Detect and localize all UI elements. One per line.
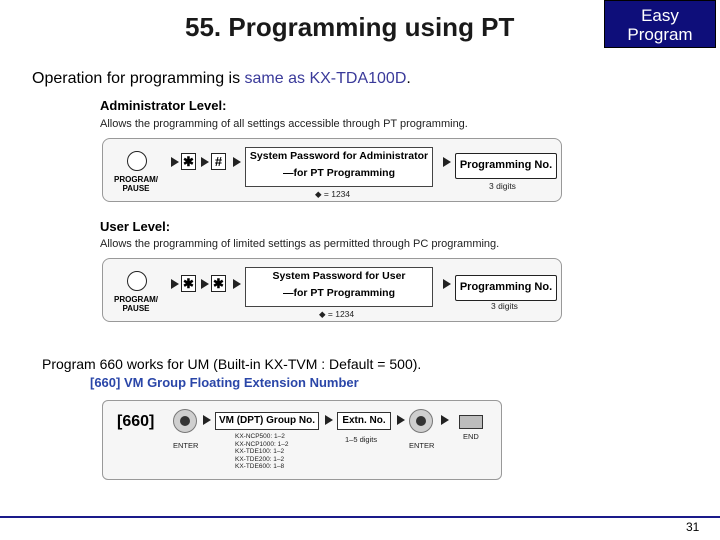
user-password-box: System Password for User —for PT Program… <box>245 267 433 307</box>
key-label-line1: PROGRAM/ <box>114 295 158 304</box>
enter-label: ENTER <box>409 441 435 450</box>
extension-box: Extn. No. <box>337 412 391 430</box>
easy-program-badge: Easy Program <box>604 0 716 48</box>
program-code: [660] <box>117 413 155 430</box>
arrow-icon <box>203 415 211 425</box>
arrow-icon <box>201 157 209 167</box>
model-line: KX-TDE100: 1–2 <box>235 448 285 455</box>
intro-highlight: same as KX-TDA100D <box>244 70 407 87</box>
arrow-icon <box>171 279 179 289</box>
password-default: ◆ = 1234 <box>315 189 351 199</box>
enter-key-icon <box>409 409 433 433</box>
digits-label: 3 digits <box>491 301 518 311</box>
program-key-icon <box>127 271 147 291</box>
password-line2: —for PT Programming <box>282 287 395 299</box>
password-line1: System Password for Administrator <box>249 150 429 162</box>
badge-line1: Easy <box>641 6 679 25</box>
arrow-icon <box>443 279 451 289</box>
vm-title: [660] VM Group Floating Extension Number <box>90 375 359 390</box>
admin-heading: Administrator Level: <box>100 98 227 113</box>
ext-digits-label: 1–5 digits <box>345 435 378 444</box>
admin-password-box: System Password for Administrator —for P… <box>245 147 433 187</box>
key-label-line2: PAUSE <box>122 304 150 313</box>
program-key-label: PROGRAM/ PAUSE <box>113 295 159 313</box>
admin-panel: PROGRAM/ PAUSE ✱ # System Password for A… <box>102 138 562 202</box>
arrow-icon <box>201 279 209 289</box>
star-key-icon: ✱ <box>181 275 196 292</box>
arrow-icon <box>171 157 179 167</box>
end-key-icon <box>459 415 483 429</box>
intro-suffix: . <box>406 70 411 87</box>
arrow-icon <box>233 157 241 167</box>
model-line: KX-TDE200: 1–2 <box>235 455 285 463</box>
page-number: 31 <box>686 520 700 534</box>
user-heading: User Level: <box>100 219 171 234</box>
key-label-line1: PROGRAM/ <box>114 175 158 184</box>
model-line: KX-NCP500: 1–2 <box>235 433 285 440</box>
program-key-label: PROGRAM/ PAUSE <box>113 175 159 193</box>
admin-description: Allows the programming of all settings a… <box>100 118 468 130</box>
programming-no-box: Programming No. <box>455 275 557 301</box>
vm-group-box: VM (DPT) Group No. <box>215 412 319 430</box>
vm-panel: [660] ENTER VM (DPT) Group No. KX-NCP500… <box>102 400 502 480</box>
password-line1: System Password for User <box>272 270 406 282</box>
program-key-icon <box>127 151 147 171</box>
end-label: END <box>463 432 479 441</box>
arrow-icon <box>443 157 451 167</box>
note-text: Program 660 works for UM (Built-in KX-TV… <box>42 356 422 372</box>
enter-label: ENTER <box>173 441 199 450</box>
star-key-icon: ✱ <box>211 275 226 292</box>
arrow-icon <box>233 279 241 289</box>
star-key-icon: ✱ <box>181 153 196 170</box>
arrow-icon <box>441 415 449 425</box>
enter-key-icon <box>173 409 197 433</box>
arrow-icon <box>397 415 405 425</box>
model-line: KX-NCP1000: 1–2 <box>235 440 289 448</box>
digits-label: 3 digits <box>489 181 516 191</box>
password-line2: —for PT Programming <box>282 167 395 179</box>
intro-text: Operation for programming is same as KX-… <box>32 70 411 88</box>
model-list: KX-NCP500: 1–2 KX-NCP1000: 1–2 KX-TDE100… <box>235 433 288 471</box>
user-description: Allows the programming of limited settin… <box>100 238 500 250</box>
hash-key-icon: # <box>211 153 226 170</box>
bottom-rule <box>0 516 720 518</box>
badge-line2: Program <box>627 25 693 44</box>
key-label-line2: PAUSE <box>122 184 150 193</box>
arrow-icon <box>325 415 333 425</box>
intro-prefix: Operation for programming is <box>32 70 245 87</box>
user-panel: PROGRAM/ PAUSE ✱ ✱ System Password for U… <box>102 258 562 322</box>
slide-title: 55. Programming using PT <box>185 12 515 42</box>
model-line: KX-TDE600: 1–8 <box>235 463 285 470</box>
password-default: ◆ = 1234 <box>319 309 355 319</box>
programming-no-box: Programming No. <box>455 153 557 179</box>
